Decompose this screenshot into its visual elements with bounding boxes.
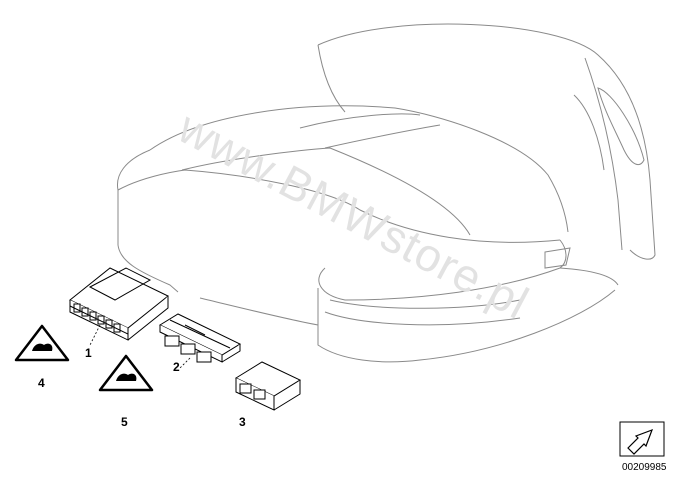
seat-control-module-icon <box>69 267 169 341</box>
callout-label-2: 2 <box>173 360 180 374</box>
warning-triangle-icon <box>98 354 154 392</box>
callout-label-5: 5 <box>121 415 128 429</box>
diagram-code: 00209985 <box>622 462 667 473</box>
watermark-text: www.BMWstore.pl <box>169 100 537 329</box>
callout-label-3: 3 <box>239 415 246 429</box>
leader-line-1 <box>89 324 101 346</box>
callout-label-4: 4 <box>38 376 45 390</box>
callout-label-1: 1 <box>85 346 92 360</box>
car-seat-illustration <box>116 23 656 363</box>
sensor-module-icon <box>234 361 302 411</box>
warning-triangle-icon <box>14 324 70 362</box>
connector-bracket-icon <box>158 313 242 363</box>
leader-line-2 <box>179 357 191 369</box>
next-page-arrow-icon[interactable] <box>619 421 665 457</box>
